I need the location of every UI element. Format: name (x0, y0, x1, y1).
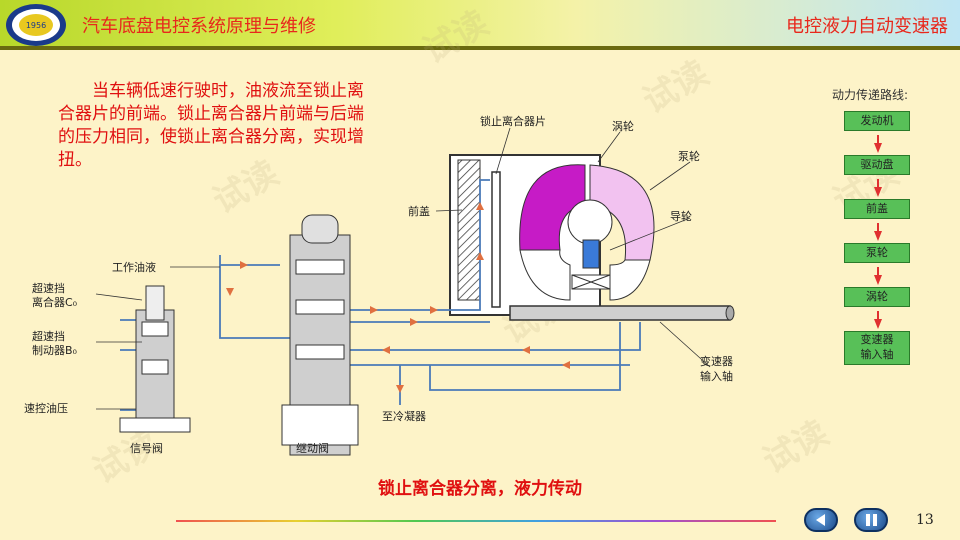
flow-step-turbine: 涡轮 (844, 287, 910, 307)
label-overdrive-brake-2: 制动器B₀ (32, 344, 78, 357)
torque-converter-diagram: 锁止离合器片 涡轮 泵轮 前盖 导轮 工作油液 超速挡 离合器C₀ 超速挡 制动… (24, 114, 735, 456)
pause-icon (866, 514, 877, 526)
flow-title: 动力传递路线: (832, 88, 909, 102)
down-arrow-icon (874, 267, 882, 285)
flow-step-pump: 泵轮 (844, 243, 910, 263)
label-lockup-plate: 锁止离合器片 (480, 114, 546, 128)
label-input-shaft-1: 变速器 (700, 354, 733, 368)
stator-shape (582, 239, 600, 269)
label-input-shaft-2: 输入轴 (700, 369, 733, 383)
flow-step-input-shaft-line2: 输入轴 (860, 348, 894, 361)
pause-button[interactable] (854, 508, 888, 532)
label-overdrive-clutch-2: 离合器C₀ (32, 295, 78, 309)
university-logo-icon: 1956 (6, 4, 66, 46)
label-overdrive-brake-1: 超速挡 (32, 329, 65, 343)
footer-divider (176, 520, 776, 522)
course-title: 汽车底盘电控系统原理与维修 (82, 16, 316, 37)
label-working-oil: 工作油液 (112, 260, 156, 274)
play-left-icon (816, 514, 825, 526)
down-arrow-icon (874, 223, 882, 241)
label-turbine: 涡轮 (612, 119, 634, 133)
power-flow-chart: 动力传递路线: 发动机 驱动盘 前盖 泵轮 涡轮 变速器 输入轴 (832, 86, 910, 365)
section-title: 电控液力自动变速器 (786, 16, 948, 37)
label-pump: 泵轮 (678, 149, 700, 163)
logo-year: 1956 (26, 21, 46, 30)
down-arrow-icon (874, 311, 882, 329)
flow-step-front-cover: 前盖 (844, 199, 910, 219)
description-text: 当车辆低速行驶时，油液流至锁止离合器片的前端。锁止离合器片前端与后端的压力相同，… (58, 81, 364, 170)
turbine-shape (519, 164, 586, 251)
page-number: 13 (916, 512, 934, 528)
flow-step-input-shaft: 变速器 输入轴 (844, 331, 910, 365)
converter-core (567, 199, 613, 245)
down-arrow-icon (874, 179, 882, 197)
front-cover-wall (457, 159, 481, 301)
previous-slide-button[interactable] (804, 508, 838, 532)
flow-step-drive-plate: 驱动盘 (844, 155, 910, 175)
label-leaders (95, 127, 711, 410)
down-arrow-icon (874, 135, 882, 153)
flow-step-engine: 发动机 (844, 111, 910, 131)
label-to-cooler: 至冷凝器 (382, 409, 426, 423)
label-front-cover: 前盖 (408, 204, 430, 218)
flow-step-input-shaft-line1: 变速器 (860, 333, 894, 346)
label-stator: 导轮 (670, 209, 692, 223)
label-relay-valve: 继动阀 (296, 441, 329, 455)
label-overdrive-clutch-1: 超速挡 (32, 281, 65, 295)
header-bar: 1956 汽车底盘电控系统原理与维修 电控液力自动变速器 (0, 0, 960, 50)
lockup-plate (491, 171, 501, 308)
lower-torus-right (609, 259, 651, 301)
lower-torus-left (519, 249, 571, 301)
diagram-caption: 锁止离合器分离，液力传动 (378, 479, 582, 499)
label-speed-oil: 速控油压 (24, 401, 68, 415)
input-shaft (509, 305, 731, 321)
label-signal-valve: 信号阀 (130, 441, 163, 455)
